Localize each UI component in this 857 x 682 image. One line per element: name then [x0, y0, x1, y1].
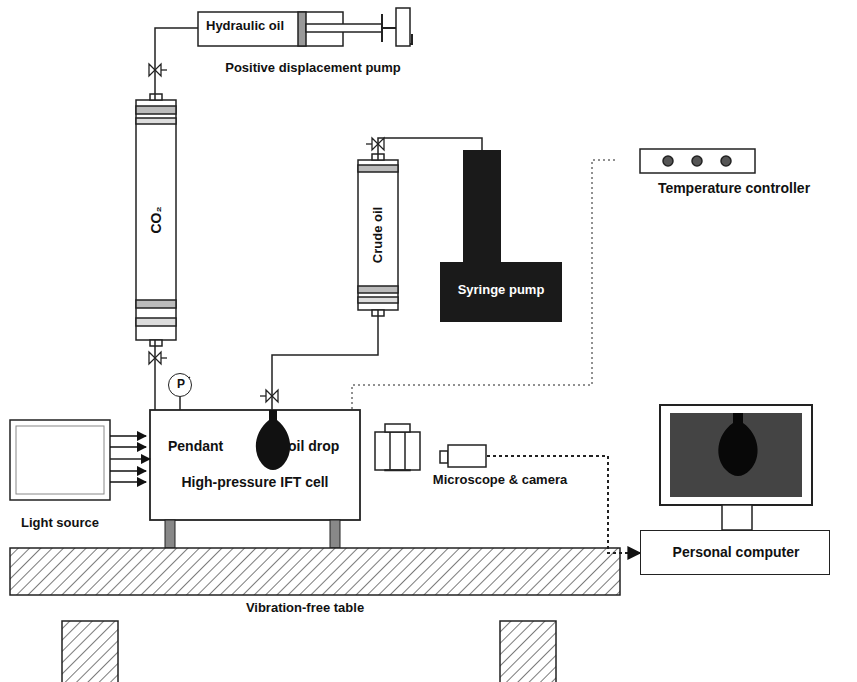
pipe-connector	[272, 310, 378, 410]
pipe-connector	[110, 458, 150, 460]
cell-legs	[165, 520, 340, 548]
node-label: Vibration-free table	[190, 601, 420, 616]
microscope-camera: Microscope & camera	[372, 428, 590, 494]
node-label: Light source	[10, 516, 110, 531]
node-label: Temperature controller	[617, 180, 851, 196]
co2-cylinder: CO₂	[136, 100, 176, 340]
computer-monitor	[660, 405, 812, 530]
pressure-gauge: P	[168, 373, 192, 397]
node-label: P	[169, 378, 193, 392]
crude-oil-cylinder	[358, 154, 398, 316]
syringe-pump-body	[440, 150, 562, 322]
node-label: Personal computer	[645, 544, 827, 560]
pipe-connector	[590, 456, 640, 553]
vibration-free-table: Vibration-free table	[10, 548, 620, 620]
co2-cylinder	[136, 94, 176, 346]
node-label: CO₂	[148, 206, 164, 233]
node-label: Microscope & camera	[412, 473, 588, 488]
microscope-camera	[375, 424, 486, 471]
node-label: Hydraulic oil	[206, 19, 298, 34]
ift-cell-body	[150, 410, 360, 520]
temperature-controller-box	[640, 149, 755, 173]
pipe-connector	[378, 138, 482, 160]
pump-cylinder	[198, 8, 412, 46]
node-label: Positive displacement pump	[218, 61, 408, 76]
node-label: Pendant	[168, 438, 248, 454]
crude-oil-cylinder: Crude oil	[358, 160, 398, 310]
pipe-connector	[154, 340, 156, 410]
pipe-connector	[155, 28, 198, 100]
syringe-pump: Syringe pump	[440, 150, 562, 322]
pendant-drop	[256, 410, 290, 470]
pipe-connector	[179, 397, 181, 410]
node-label: oil drop	[288, 438, 352, 454]
node-label: Crude oil	[371, 207, 386, 263]
light-source-inner	[16, 426, 104, 494]
ift-cell: Pendant oil dropHigh-pressure IFT cell	[150, 410, 360, 520]
light-source: Light source	[10, 418, 110, 536]
valve-symbol	[149, 64, 384, 402]
signal-wire	[487, 455, 590, 457]
personal-computer: Personal computer	[640, 530, 830, 575]
vibration-free-table	[10, 548, 620, 682]
displacement-pump: Hydraulic oilPositive displacement pump	[198, 10, 413, 78]
node-label: High-pressure IFT cell	[155, 474, 355, 490]
light-source-box	[10, 420, 110, 500]
temperature-controller: Temperature controller	[615, 148, 853, 202]
pipe-connector	[352, 160, 615, 410]
node-label: Syringe pump	[444, 283, 558, 298]
